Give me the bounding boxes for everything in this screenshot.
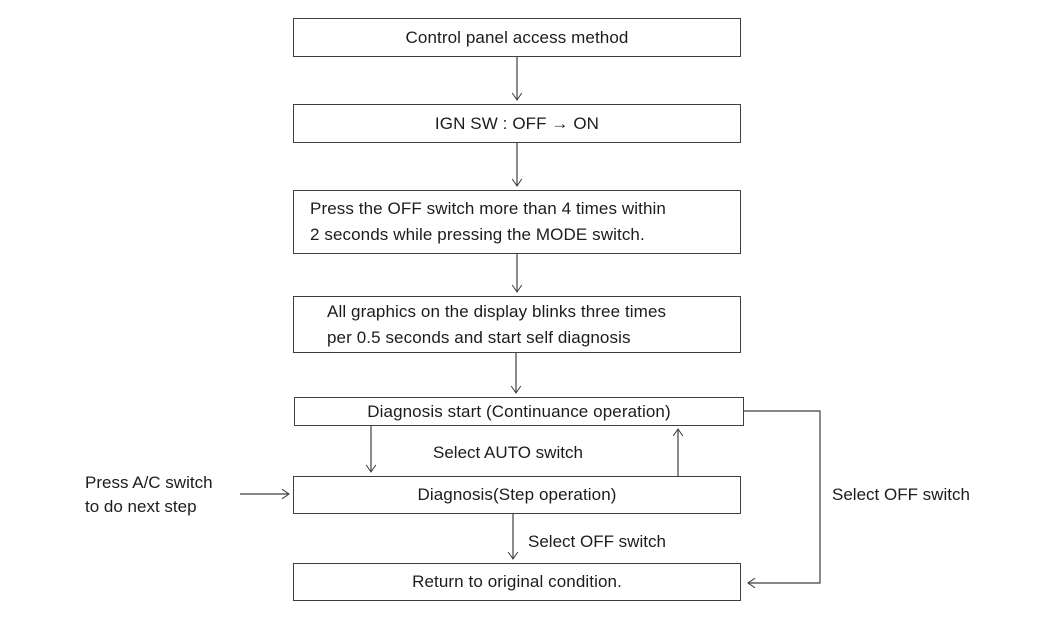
label-select-off-switch-step: Select OFF switch — [528, 532, 666, 551]
node-diagnosis-step: Diagnosis(Step operation) — [293, 476, 741, 514]
node-label: Return to original condition. — [412, 572, 622, 591]
node-return-original: Return to original condition. — [293, 563, 741, 601]
node-graphics-blink: All graphics on the display blinks three… — [293, 296, 741, 353]
node-press-off-switch: Press the OFF switch more than 4 times w… — [293, 190, 741, 254]
label-line2: to do next step — [85, 497, 197, 516]
node-diagnosis-start: Diagnosis start (Continuance operation) — [294, 397, 744, 426]
node-label-line2: 2 seconds while pressing the MODE switch… — [310, 225, 645, 244]
edge-diagstart-to-return — [744, 410, 821, 589]
node-label-line2: per 0.5 seconds and start self diagnosis — [327, 327, 631, 347]
label-select-auto-switch: Select AUTO switch — [433, 443, 583, 462]
node-label: Diagnosis(Step operation) — [417, 485, 617, 504]
label-press-ac-switch: Press A/C switch to do next step — [85, 471, 213, 519]
label-line1: Press A/C switch — [85, 473, 213, 492]
label-select-off-switch-continuance: Select OFF switch — [832, 485, 970, 504]
node-label-line1: Press the OFF switch more than 4 times w… — [310, 199, 666, 218]
node-label-line1: All graphics on the display blinks three… — [327, 301, 667, 321]
node-control-panel-access: Control panel access method — [293, 18, 741, 57]
node-ign-switch: IGN SW : OFF → ON — [293, 104, 741, 143]
node-label: Diagnosis start (Continuance operation) — [367, 401, 671, 421]
node-label: IGN SW : OFF → ON — [434, 113, 600, 133]
node-label: Control panel access method — [405, 27, 629, 47]
